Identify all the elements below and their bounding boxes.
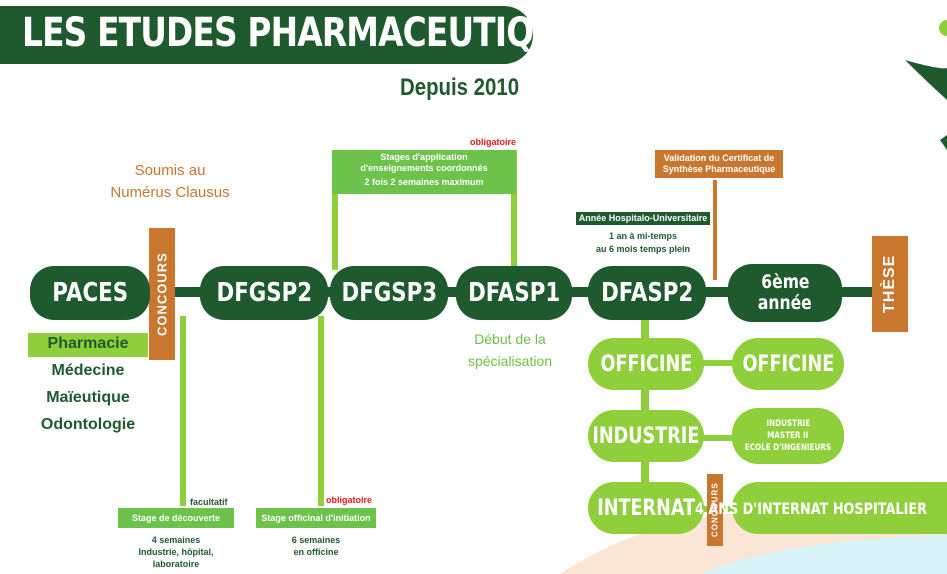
- stage-decouverte-detail: 4 semaines Industrie, hôpital, laboratoi…: [118, 534, 234, 570]
- stage-decouverte-box: Stage de découverte: [118, 508, 234, 528]
- branch-industrie-right-1: INDUSTRIE: [766, 419, 810, 429]
- node-6eme-line-2: année: [758, 292, 812, 314]
- logo-fragment: [905, 60, 947, 100]
- numerus-line-1: Soumis au: [134, 162, 206, 179]
- node-dfasp1: DFASP1: [456, 266, 572, 320]
- stage-decouverte-detail-2: Industrie, hôpital,: [138, 547, 214, 557]
- branch-officine-right: OFFICINE: [732, 338, 844, 390]
- node-dfgsp3: DFGSP3: [330, 266, 448, 320]
- connector-stage-app-left: [332, 150, 338, 270]
- title-banner: [0, 6, 533, 64]
- node-dfasp2: DFASP2: [588, 266, 706, 320]
- node-6eme-annee: 6ème année: [728, 264, 842, 322]
- branch-industrie-left-label: INDUSTRIE: [592, 423, 700, 449]
- connector-decouverte: [180, 316, 186, 506]
- node-paces-label: PACES: [52, 278, 128, 308]
- branch-internat-left: INTERNAT: [588, 482, 704, 534]
- filiere-pharmacie: Pharmacie: [47, 335, 129, 352]
- certificat-line-1: Validation du Certificat de: [663, 153, 775, 163]
- branch-industrie-left: INDUSTRIE: [588, 410, 704, 462]
- connector-stage-app-right: [511, 150, 517, 270]
- page-title: LES ETUDES PHARMACEUTIQUES: [22, 10, 604, 56]
- branch-internat-left-label: INTERNAT: [597, 495, 695, 521]
- stage-initiation-detail: 6 semaines en officine: [256, 534, 376, 558]
- node-dfasp1-label: DFASP1: [467, 278, 561, 308]
- specialisation-line-1: Début de la: [474, 331, 546, 347]
- timeline-bar: [30, 287, 880, 297]
- stage-initiation-detail-1: 6 semaines: [291, 535, 341, 545]
- branch-link-officine: [690, 360, 740, 366]
- stage-initiation-tag: obligatoire: [326, 495, 373, 505]
- branch-internat-right-label: 4 ANS D'INTERNAT HOSPITALIER: [694, 498, 927, 518]
- numerus-line-2: Numérus Clausus: [110, 184, 230, 201]
- certificat-box: Validation du Certificat de Synthèse Pha…: [655, 150, 783, 178]
- numerus-note: Soumis au Numérus Clausus: [100, 160, 240, 204]
- certificat-line-2: Synthèse Pharmaceutique: [662, 164, 776, 174]
- branch-officine-left: OFFICINE: [588, 338, 704, 390]
- stage-app-title-2: d'enseignements coordonnés: [360, 163, 488, 173]
- hospitalo-detail-2: au 6 mois temps plein: [595, 244, 691, 254]
- hospitalo-detail: 1 an à mi-temps au 6 mois temps plein: [576, 230, 710, 256]
- these-box: THÈSE: [872, 236, 908, 332]
- branch-officine-left-label: OFFICINE: [600, 351, 692, 377]
- stage-app-box: Stages d'application d'enseignements coo…: [332, 150, 516, 194]
- filiere-odontologie: Odontologie: [40, 416, 136, 433]
- node-dfgsp2: DFGSP2: [200, 266, 328, 320]
- specialisation-line-2: spécialisation: [467, 353, 553, 369]
- subtitle: Depuis 2010: [400, 74, 520, 101]
- node-dfgsp2-label: DFGSP2: [216, 278, 312, 308]
- filiere-medecine: Médecine: [51, 362, 125, 379]
- filiere-pharmacie-highlight: [28, 333, 148, 357]
- connector-certificat: [713, 180, 717, 280]
- branch-internat-right: 4 ANS D'INTERNAT HOSPITALIER: [695, 482, 947, 534]
- stage-decouverte-tag: facultatif: [190, 497, 228, 507]
- stage-initiation-detail-2: en officine: [293, 547, 339, 557]
- filiere-maieutique: Maïeutique: [46, 389, 130, 406]
- node-dfasp2-label: DFASP2: [600, 278, 694, 308]
- stage-decouverte-detail-1: 4 semaines: [151, 535, 201, 545]
- branch-industrie-right: INDUSTRIE MASTER II ECOLE D'INGENIEURS: [732, 408, 844, 464]
- stage-app-title-1: Stages d'application: [380, 152, 468, 162]
- hospitalo-title: Année Hospitalo-Universitaire: [576, 212, 710, 225]
- stage-app-detail: 2 fois 2 semaines maximum: [364, 177, 484, 187]
- stage-initiation-box: Stage officinal d'initiation: [256, 508, 376, 528]
- node-paces: PACES: [30, 266, 150, 320]
- node-dfgsp3-label: DFGSP3: [341, 278, 437, 308]
- branch-link-industrie: [690, 435, 740, 441]
- branch-officine-right-label: OFFICINE: [742, 351, 834, 377]
- connector-initiation: [318, 316, 324, 506]
- branch-industrie-right-2: MASTER II: [767, 431, 809, 441]
- branch-industrie-right-3: ECOLE D'INGENIEURS: [744, 443, 832, 453]
- hospitalo-detail-1: 1 an à mi-temps: [608, 231, 678, 241]
- concours-box: CONCOURS: [149, 228, 175, 360]
- node-6eme-line-1: 6ème: [760, 271, 810, 293]
- specialisation-note: Début de la spécialisation: [450, 328, 570, 372]
- stage-app-tag: obligatoire: [470, 137, 517, 147]
- stage-decouverte-detail-3: laboratoire: [152, 559, 200, 569]
